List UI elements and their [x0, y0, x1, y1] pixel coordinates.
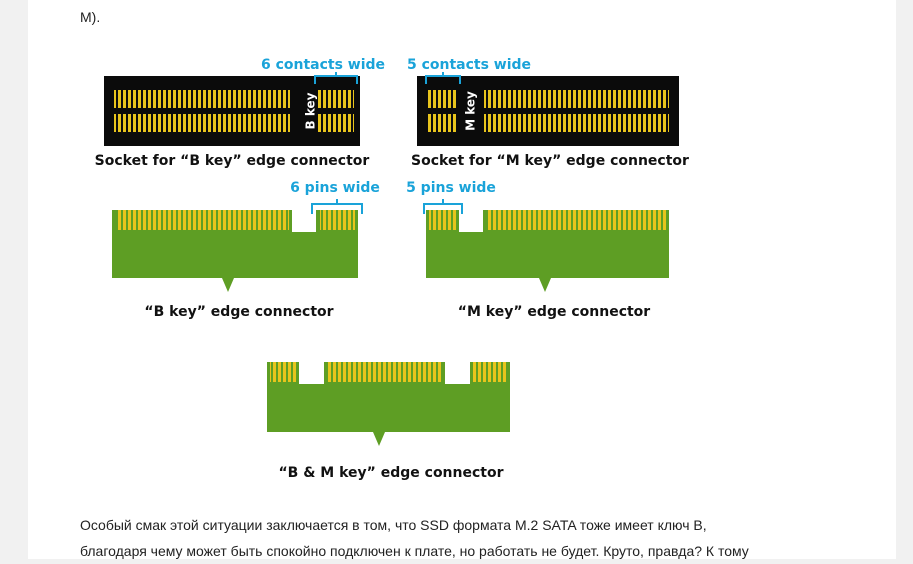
socket-contacts-upper	[318, 90, 354, 108]
b-socket-caption: Socket for “B key” edge connector	[95, 153, 370, 169]
article-paragraph: Особый смак этой ситуации заключается в …	[80, 512, 780, 564]
b-card-width-bracket	[311, 199, 363, 214]
socket-contacts-upper	[484, 90, 669, 108]
m-socket-caption: Socket for “M key” edge connector	[411, 153, 689, 169]
socket-contacts-upper	[114, 90, 290, 108]
article-text-fragment: М).	[80, 9, 101, 25]
b-socket-width-annotation: 6 contacts wide	[261, 57, 385, 73]
socket-contacts-lower	[114, 114, 290, 132]
card-pins	[320, 210, 355, 230]
m-key-socket: M key	[417, 76, 679, 146]
b-card-width-annotation: 6 pins wide	[290, 180, 380, 196]
m-socket-width-annotation: 5 contacts wide	[407, 57, 531, 73]
m-key-edge-connector	[426, 210, 669, 292]
bm-card-caption: “B & M key” edge connector	[278, 465, 503, 481]
card-pins	[116, 210, 289, 230]
article-page: М). B key 6 contacts wide Socket for “B …	[28, 0, 896, 559]
b-key-socket: B key	[104, 76, 360, 146]
b-socket-width-bracket	[314, 72, 358, 84]
paragraph-line: благодаря чему может быть спокойно подкл…	[80, 543, 749, 559]
m-card-caption: “M key” edge connector	[458, 304, 651, 320]
card-pins	[486, 210, 666, 230]
card-pins	[327, 362, 442, 382]
b-card-caption: “B key” edge connector	[144, 304, 333, 320]
socket-contacts-lower	[318, 114, 354, 132]
socket-contacts-lower	[428, 114, 458, 132]
card-pins	[270, 362, 297, 382]
socket-contacts-upper	[428, 90, 458, 108]
socket-contacts-lower	[484, 114, 669, 132]
m-card-width-bracket	[423, 199, 463, 214]
m-socket-width-bracket	[425, 72, 461, 84]
m2-keying-figure: B key 6 contacts wide Socket for “B key”…	[95, 57, 689, 481]
b-key-edge-connector	[112, 210, 358, 292]
m-card-width-annotation: 5 pins wide	[406, 180, 496, 196]
paragraph-line: Особый смак этой ситуации заключается в …	[80, 517, 707, 533]
b-key-label: B key	[304, 92, 318, 129]
bm-key-edge-connector	[267, 362, 510, 446]
card-pins	[473, 362, 507, 382]
card-pins	[429, 210, 457, 230]
m-key-label: M key	[464, 91, 478, 131]
